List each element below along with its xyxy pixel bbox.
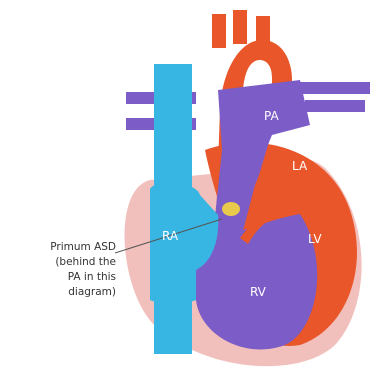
label-right-ventricle: RV <box>250 285 267 299</box>
pulmonary-vein-left-1 <box>300 82 370 94</box>
aortic-branch-1 <box>212 14 226 48</box>
primum-asd-defect <box>222 202 240 216</box>
callout-line-2: (behind the <box>4 255 116 270</box>
label-left-ventricle: LV <box>308 232 322 246</box>
callout-line-4: diagram) <box>4 285 116 300</box>
label-left-atrium: LA <box>292 159 308 173</box>
aortic-branch-3 <box>256 16 270 50</box>
aortic-branch-2 <box>233 10 247 44</box>
label-right-atrium: RA <box>162 229 179 243</box>
callout-line-1: Primum ASD <box>4 240 116 255</box>
label-aorta: Ao <box>208 75 223 89</box>
pulmonary-vein-left-2 <box>305 100 365 112</box>
label-pulmonary-artery: PA <box>264 109 279 123</box>
callout-line-3: PA in this <box>4 270 116 285</box>
primum-asd-callout: Primum ASD (behind the PA in this diagra… <box>4 240 116 300</box>
